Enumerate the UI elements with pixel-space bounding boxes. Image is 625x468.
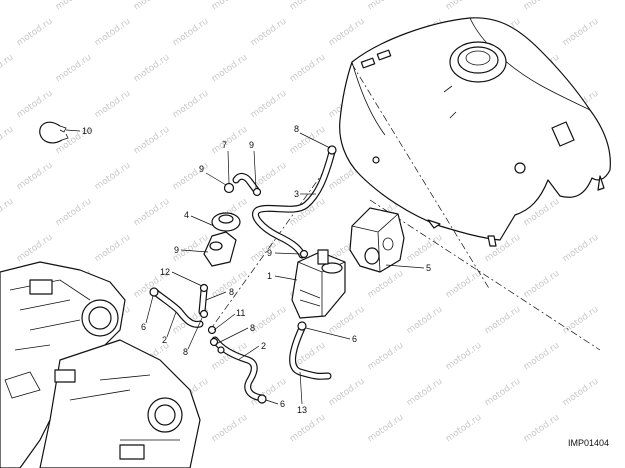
- assembly-line-a: [369, 199, 601, 351]
- fuel-tank: [339, 17, 611, 247]
- callout-8-right: 8: [250, 323, 255, 333]
- callout-8-top: 8: [294, 124, 299, 134]
- watermark-text: motod.ru: [210, 53, 250, 85]
- watermark-text: motod.ru: [15, 17, 55, 49]
- watermark-text: motod.ru: [561, 17, 601, 49]
- watermark-text: motod.ru: [444, 0, 484, 12]
- watermark-text: motod.ru: [327, 377, 367, 409]
- watermark-text: motod.ru: [405, 233, 445, 265]
- callout-13: 13: [297, 405, 307, 415]
- hose-2-upper: [151, 288, 204, 328]
- callout-9-left: 9: [174, 245, 179, 255]
- watermark-text: motod.ru: [327, 17, 367, 49]
- watermark-text: motod.ru: [0, 53, 16, 85]
- callout-2-right: 2: [261, 341, 266, 351]
- hose-7: [232, 172, 260, 194]
- callout-3: 3: [294, 189, 299, 199]
- watermark-text: motod.ru: [327, 305, 367, 337]
- assembly-line-b: [351, 63, 491, 291]
- watermark-text: motod.ru: [483, 305, 523, 337]
- callout-9-canister: 9: [267, 248, 272, 258]
- hose-2-lower: [211, 336, 266, 402]
- callout-9-valve: 9: [199, 164, 204, 174]
- canister-1: [291, 249, 346, 319]
- watermark-text: motod.ru: [171, 89, 211, 121]
- watermark-text: motod.ru: [522, 341, 562, 373]
- watermark-text: motod.ru: [366, 0, 406, 12]
- watermark-text: motod.ru: [522, 269, 562, 301]
- watermark-text: motod.ru: [15, 233, 55, 265]
- watermark-text: motod.ru: [366, 341, 406, 373]
- watermark-text: motod.ru: [366, 413, 406, 445]
- callout-6-left: 6: [141, 322, 146, 332]
- watermark-text: motod.ru: [210, 0, 250, 12]
- callout-7: 7: [222, 140, 227, 150]
- callout-labels: 10 7 9 8 9 3 4 9 9 1 5 12 8 11 6 2 8 8 2…: [82, 124, 431, 415]
- callout-10: 10: [82, 126, 92, 136]
- watermark-text: motod.ru: [15, 161, 55, 193]
- callout-8-low: 8: [183, 347, 188, 357]
- watermark-text: motod.ru: [288, 53, 328, 85]
- engine-block: [0, 261, 201, 468]
- watermark-text: motod.ru: [15, 89, 55, 121]
- watermark-text: motod.ru: [249, 17, 289, 49]
- watermark-text: motod.ru: [288, 0, 328, 12]
- watermark-text: motod.ru: [54, 53, 94, 85]
- watermark-text: motod.ru: [54, 197, 94, 229]
- watermark-text: motod.ru: [210, 125, 250, 157]
- watermark-text: motod.ru: [561, 377, 601, 409]
- watermark-text: motod.ru: [444, 341, 484, 373]
- watermark-text: motod.ru: [405, 305, 445, 337]
- watermark-text: motod.ru: [93, 17, 133, 49]
- watermark-text: motod.ru: [561, 305, 601, 337]
- callout-12: 12: [160, 267, 170, 277]
- watermark-text: motod.ru: [0, 0, 16, 12]
- watermark-text: motod.ru: [54, 0, 94, 12]
- callout-5: 5: [426, 263, 431, 273]
- watermark-text: motod.ru: [561, 233, 601, 265]
- callout-6-right: 6: [352, 334, 357, 344]
- watermark-text: motod.ru: [522, 413, 562, 445]
- bracket-5: [349, 207, 405, 273]
- watermark-text: motod.ru: [444, 269, 484, 301]
- watermark-text: motod.ru: [0, 125, 16, 157]
- callout-6-bottom: 6: [280, 399, 285, 409]
- assembly-line-c: [209, 169, 326, 331]
- callout-8-mid: 8: [229, 287, 234, 297]
- watermark-text: motod.ru: [132, 53, 172, 85]
- watermark-text: motod.ru: [405, 377, 445, 409]
- watermark-text: motod.ru: [171, 161, 211, 193]
- callout-11: 11: [236, 308, 245, 318]
- small-clamps: [149, 145, 337, 404]
- watermark-text: motod.ru: [366, 269, 406, 301]
- valve-4: [203, 212, 241, 267]
- watermark-text: motod.ru: [132, 0, 172, 12]
- watermark-text: motod.ru: [93, 89, 133, 121]
- watermark-text: motod.ru: [522, 0, 562, 12]
- callout-1: 1: [267, 271, 272, 281]
- watermark-text: motod.ru: [210, 413, 250, 445]
- watermark-text: motod.ru: [444, 413, 484, 445]
- watermark-text: motod.ru: [93, 161, 133, 193]
- watermark-text: motod.ru: [288, 413, 328, 445]
- leader-lines: [65, 129, 425, 405]
- watermark-text: motod.ru: [132, 125, 172, 157]
- watermark-text: motod.ru: [249, 89, 289, 121]
- watermark-text: motod.ru: [0, 197, 16, 229]
- hose-12: [198, 286, 208, 316]
- diagram-code: IMP01404: [568, 438, 609, 448]
- callout-2-left: 2: [162, 335, 167, 345]
- callout-9-top: 9: [249, 140, 254, 150]
- watermark-text: motod.ru: [171, 17, 211, 49]
- callout-4: 4: [184, 210, 189, 220]
- watermark-text: motod.ru: [483, 377, 523, 409]
- clamp-10: [39, 121, 69, 144]
- watermark-text: motod.ru: [93, 233, 133, 265]
- watermark-text: motod.ru: [132, 197, 172, 229]
